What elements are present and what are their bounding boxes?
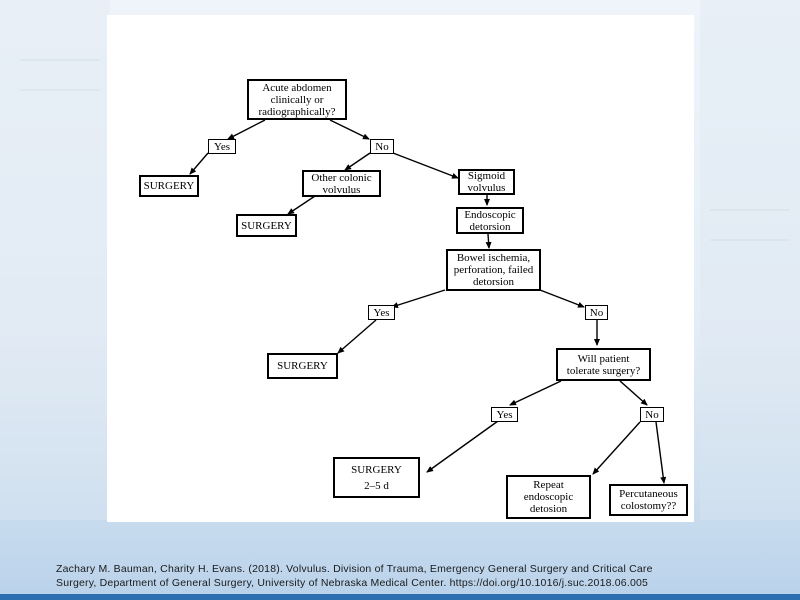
label-yes-tolerate: Yes <box>491 407 518 422</box>
edge-acute-yes <box>227 119 266 140</box>
citation: Zachary M. Bauman, Charity H. Evans. (20… <box>56 562 756 590</box>
label-yes-acute: Yes <box>208 139 236 154</box>
node-percutaneous-colostomy: Percutaneous colostomy?? <box>609 484 688 516</box>
label-no-ischemia: No <box>585 305 608 320</box>
citation-line-1: Zachary M. Bauman, Charity H. Evans. (20… <box>56 563 653 575</box>
edge-ischemia-no <box>539 289 585 308</box>
node-surgery-3: SURGERY <box>267 353 338 379</box>
edge-ischemia-yes <box>391 289 446 309</box>
edge-yes1-surgery <box>189 152 209 175</box>
node-endoscopic-detorsion: Endoscopic detorsion <box>456 207 524 234</box>
label-no-tolerate: No <box>640 407 664 422</box>
node-repeat-endoscopic-detosion: Repeat endoscopic detosion <box>506 475 591 519</box>
label-yes-ischemia: Yes <box>368 305 395 320</box>
edge-tolerate-yes <box>509 380 562 406</box>
node-will-patient-tolerate: Will patient tolerate surgery? <box>556 348 651 381</box>
edge-yes2-surgery <box>337 319 377 354</box>
edge-acute-no <box>329 119 370 140</box>
edge-yes3-surgery <box>426 420 499 473</box>
node-acute-abdomen: Acute abdomen clinically or radiographic… <box>247 79 347 120</box>
edge-endoscopic-ischemia <box>485 233 492 249</box>
node-sigmoid-volvulus: Sigmoid volvulus <box>458 169 515 195</box>
label-no-acute: No <box>370 139 394 154</box>
node-surgery-1: SURGERY <box>139 175 199 197</box>
edge-no3-colostomy <box>655 421 667 484</box>
edge-no1-sigmoid <box>392 152 459 179</box>
node-bowel-ischemia: Bowel ischemia, perforation, failed deto… <box>446 249 541 291</box>
slide-bottom-bar <box>0 594 800 600</box>
edge-other-surgery <box>287 195 316 215</box>
node-surgery-2: SURGERY <box>236 214 297 237</box>
edge-no1-other <box>344 152 371 171</box>
node-surgery-2-5-days: SURGERY 2–5 d <box>333 457 420 498</box>
edge-tolerate-no <box>619 380 648 406</box>
citation-line-2: Surgery, Department of General Surgery, … <box>56 577 649 589</box>
edge-no3-repeat <box>592 421 641 475</box>
node-other-colonic-volvulus: Other colonic volvulus <box>302 170 381 197</box>
flowchart-panel <box>107 15 694 522</box>
